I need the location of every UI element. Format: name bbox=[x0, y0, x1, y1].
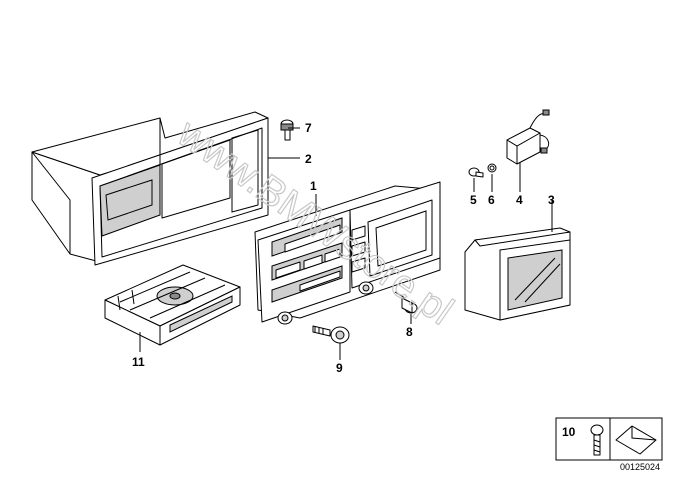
callout-2: 2 bbox=[305, 152, 312, 166]
callout-10: 10 bbox=[562, 425, 576, 439]
bolt-icon bbox=[590, 424, 604, 456]
callout-1: 1 bbox=[310, 179, 317, 193]
callout-7: 7 bbox=[305, 121, 312, 135]
callout-8: 8 bbox=[406, 325, 413, 339]
radio-panel-part bbox=[254, 181, 441, 325]
knob-part-8 bbox=[394, 291, 418, 314]
legend-box: 10 bbox=[555, 417, 663, 461]
callout-4: 4 bbox=[516, 193, 523, 207]
cd-drive-part bbox=[104, 264, 241, 346]
screw-part-7 bbox=[280, 119, 294, 141]
diagram-code: 00125024 bbox=[620, 462, 660, 472]
callout-3: 3 bbox=[548, 193, 555, 207]
leader-lines bbox=[139, 127, 553, 360]
callout-5: 5 bbox=[470, 193, 477, 207]
callout-11: 11 bbox=[132, 355, 145, 369]
washer-part-6 bbox=[487, 163, 497, 173]
screw-part-5 bbox=[468, 167, 484, 178]
bracket-arrow-icon bbox=[615, 425, 657, 455]
callout-6: 6 bbox=[488, 193, 495, 207]
antenna-module-part bbox=[506, 109, 550, 165]
knob-part-9 bbox=[312, 325, 350, 344]
housing-bracket-part bbox=[31, 111, 269, 266]
display-unit-part bbox=[464, 227, 571, 321]
callout-9: 9 bbox=[336, 361, 343, 375]
